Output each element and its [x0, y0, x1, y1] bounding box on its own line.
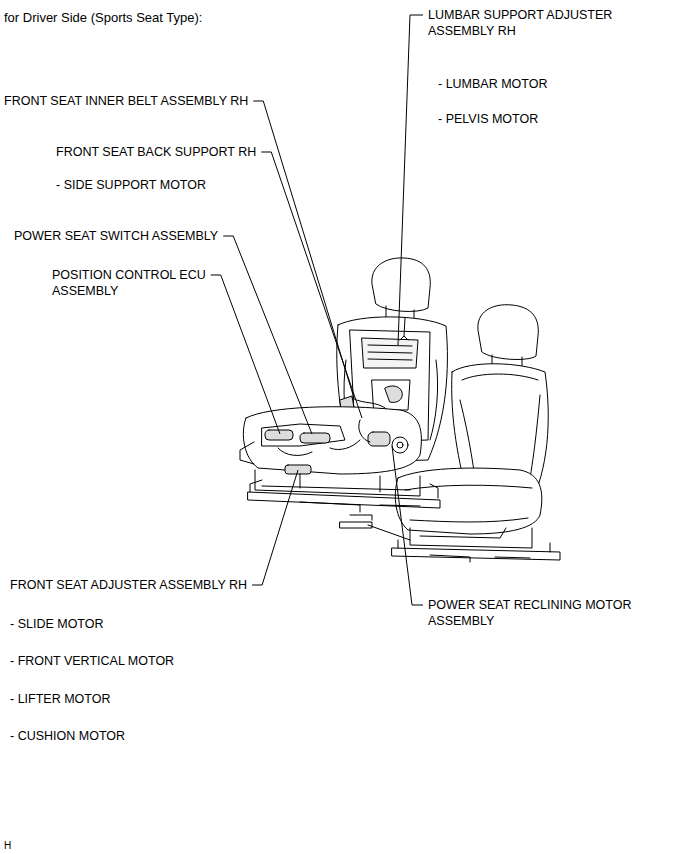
leader-line: [392, 446, 423, 605]
leader-line: [398, 15, 423, 345]
diagram-title: for Driver Side (Sports Seat Type):: [4, 10, 202, 26]
leader-line: [223, 236, 312, 434]
sub-part-name: - PELVIS MOTOR: [438, 111, 538, 127]
part-name: FRONT SEAT ADJUSTER ASSEMBLY RH: [10, 577, 247, 593]
part-name: LUMBAR SUPPORT ADJUSTER ASSEMBLY RH: [428, 7, 643, 39]
sub-part-name: - FRONT VERTICAL MOTOR: [10, 653, 174, 669]
part-name: POSITION CONTROL ECU ASSEMBLY: [52, 267, 220, 299]
sub-part-name: - SIDE SUPPORT MOTOR: [56, 177, 206, 193]
sub-part-name: - LIFTER MOTOR: [10, 691, 110, 707]
part-name: POWER SEAT SWITCH ASSEMBLY: [14, 228, 218, 244]
part-name: POWER SEAT RECLINING MOTOR ASSEMBLY: [428, 597, 653, 629]
figure-code: H: [4, 838, 11, 854]
leader-line: [252, 470, 298, 585]
leader-line: [211, 275, 280, 434]
sub-part-name: - CUSHION MOTOR: [10, 728, 125, 744]
passenger-seat: [340, 305, 560, 562]
part-name: FRONT SEAT INNER BELT ASSEMBLY RH: [4, 93, 248, 109]
sub-part-name: - LUMBAR MOTOR: [438, 76, 548, 92]
sub-part-name: - SLIDE MOTOR: [10, 616, 104, 632]
part-name: FRONT SEAT BACK SUPPORT RH: [56, 144, 256, 160]
leader-line: [261, 152, 362, 418]
driver-seat: [240, 258, 447, 512]
leader-line: [253, 101, 354, 398]
